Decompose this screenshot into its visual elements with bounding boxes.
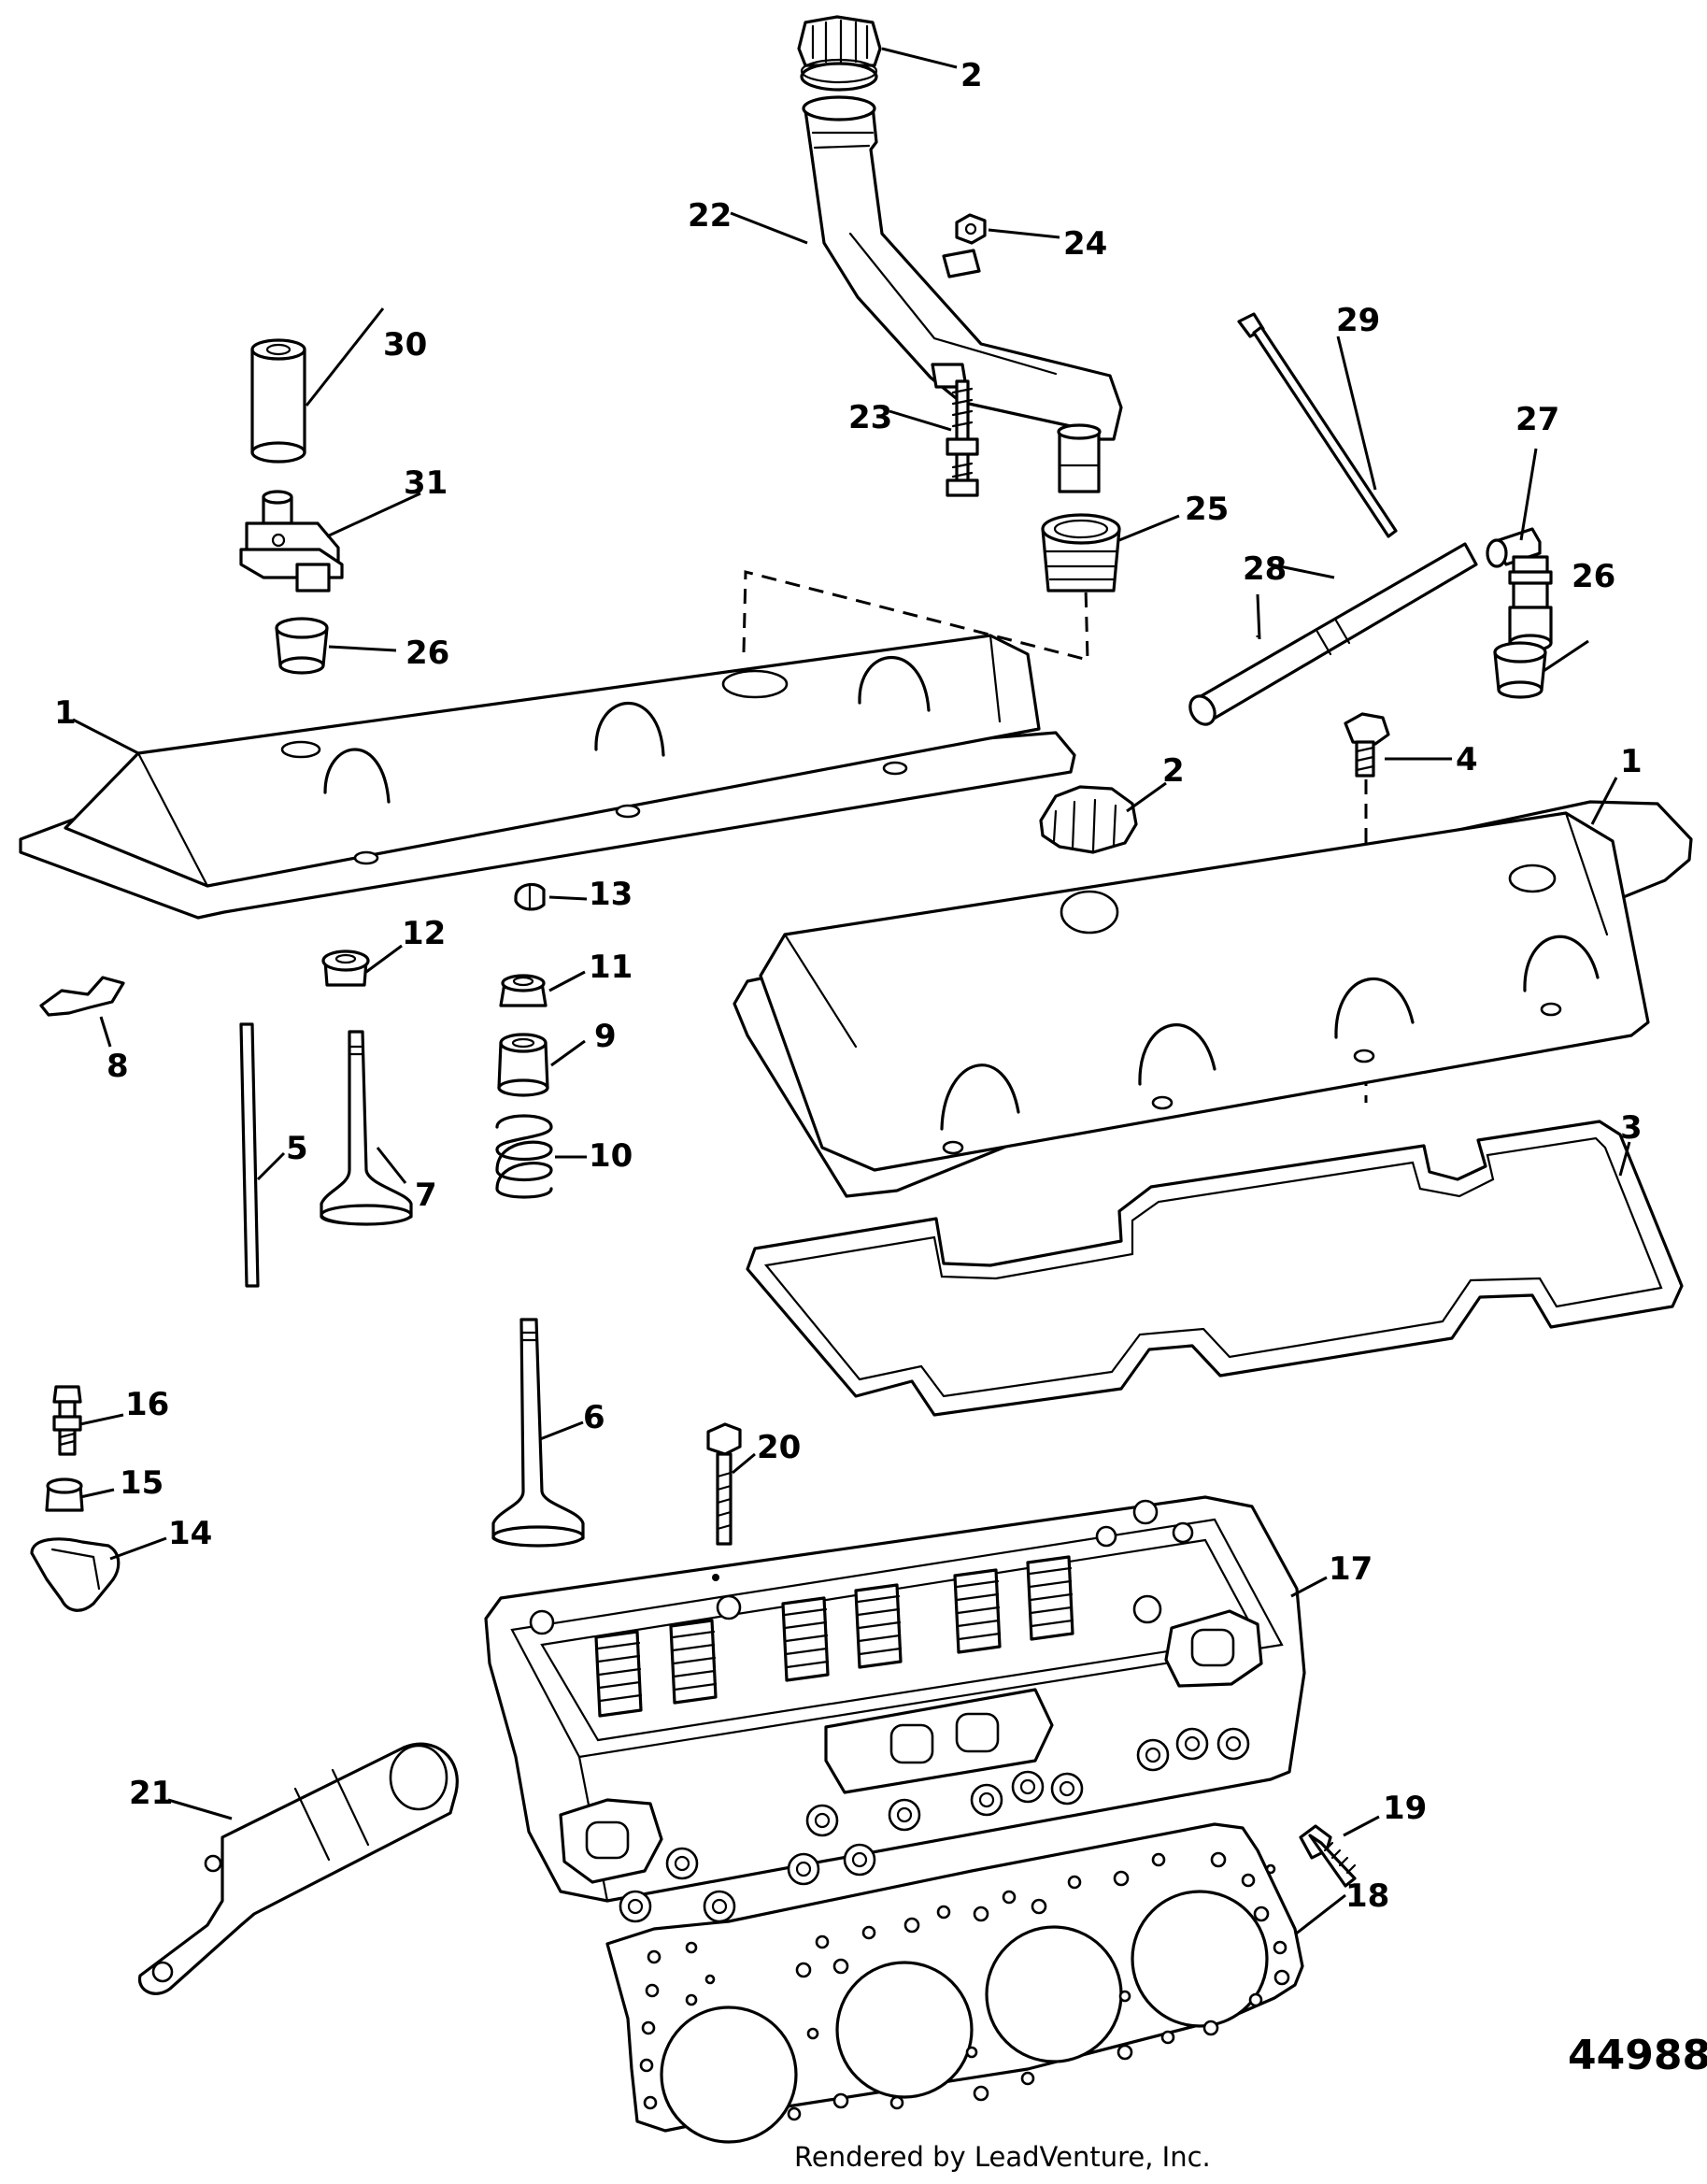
callout-3: 3	[1620, 1109, 1643, 1147]
rocker-cover-right	[733, 800, 1693, 1198]
callout-2-middle: 2	[1162, 752, 1185, 790]
callout-4: 4	[1456, 741, 1478, 778]
bolt-4	[1344, 712, 1390, 778]
callout-10: 10	[589, 1137, 633, 1175]
callout-31: 31	[404, 464, 448, 502]
callout-5: 5	[286, 1130, 308, 1167]
callout-19: 19	[1383, 1790, 1427, 1827]
stud-23	[946, 379, 979, 497]
callout-30: 30	[383, 326, 427, 364]
callout-20: 20	[757, 1429, 801, 1466]
elbow-fitting-27	[1486, 527, 1553, 652]
callout-25: 25	[1185, 491, 1229, 528]
rocker-cover-left	[19, 634, 1076, 920]
grommet-26-right	[1493, 641, 1547, 699]
callout-6: 6	[583, 1399, 605, 1436]
callout-labels: 2 22 24 23 25 29 27 28 26 30 31 26 1 2 4…	[54, 57, 1643, 1915]
tie-strap-29	[1237, 312, 1398, 538]
callout-23: 23	[848, 399, 892, 436]
valve-7	[320, 1030, 413, 1226]
valve-6	[491, 1318, 585, 1548]
head-gasket-18	[605, 1822, 1304, 2144]
callout-12: 12	[402, 915, 446, 952]
callout-26-right: 26	[1572, 558, 1615, 595]
callout-18: 18	[1345, 1877, 1389, 1915]
oil-fill-cap-top	[797, 15, 882, 92]
pushrod-5	[239, 1022, 260, 1288]
cylinder-head-17	[484, 1495, 1306, 1923]
rocker-arm-14	[30, 1537, 121, 1612]
valve-seal-9	[497, 1033, 549, 1097]
pcv-valve-31	[239, 490, 344, 592]
render-credit: Rendered by LeadVenture, Inc.	[794, 2141, 1211, 2173]
valve-spring-10	[495, 1114, 553, 1199]
callout-26-left: 26	[405, 635, 449, 672]
callout-14: 14	[168, 1515, 212, 1552]
hose-28	[1188, 542, 1478, 726]
grommet-26-left	[275, 617, 329, 675]
rocker-cover-gasket	[746, 1120, 1684, 1417]
spacer-30	[250, 338, 306, 464]
callout-8: 8	[107, 1048, 129, 1085]
nut-15	[45, 1477, 84, 1512]
callout-29: 29	[1336, 302, 1380, 339]
bolt-19	[1299, 1824, 1357, 1888]
stud-16	[52, 1385, 82, 1456]
valve-cap-11	[499, 974, 548, 1007]
alignment-line-left-cover	[742, 570, 1089, 662]
callout-17: 17	[1329, 1550, 1373, 1588]
callout-21: 21	[129, 1775, 173, 1812]
callout-27: 27	[1515, 401, 1559, 438]
callout-15: 15	[120, 1464, 164, 1502]
callout-9: 9	[594, 1018, 617, 1055]
callout-16: 16	[125, 1386, 169, 1423]
callout-13: 13	[589, 876, 633, 913]
callout-1-right: 1	[1620, 743, 1643, 780]
grommet-25	[1041, 513, 1121, 592]
callout-1-left: 1	[54, 694, 77, 732]
callout-11: 11	[589, 949, 633, 986]
bolt-20	[706, 1422, 742, 1546]
callout-24: 24	[1063, 225, 1107, 263]
lifting-bracket-21	[137, 1742, 459, 1995]
callout-7: 7	[415, 1177, 437, 1214]
valve-cap-12	[321, 949, 370, 987]
callout-28: 28	[1243, 550, 1287, 588]
illustration-id-number: 44988	[1568, 2032, 1707, 2079]
leader-lines	[72, 47, 1631, 1936]
nut-24	[955, 213, 987, 245]
rocker-clip-8	[39, 976, 125, 1017]
valve-lock-13	[514, 882, 546, 911]
callout-2-top: 2	[960, 57, 983, 94]
callout-22: 22	[688, 197, 732, 235]
oil-fill-cap-middle	[1039, 785, 1138, 854]
